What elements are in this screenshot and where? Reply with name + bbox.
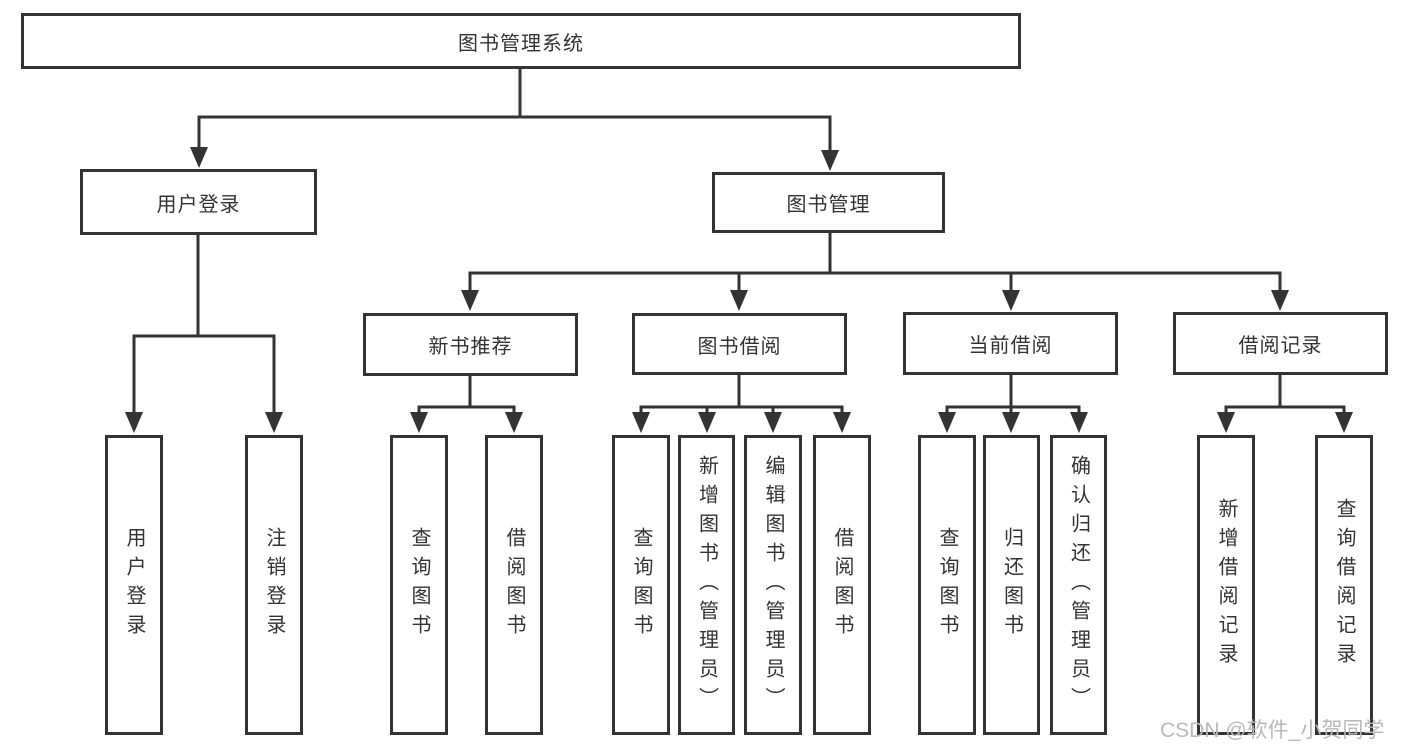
node-leaf-bb-add: 新增图书（管理员） xyxy=(678,435,735,735)
node-leaf-nbr-borrow-label: 借阅图书 xyxy=(503,527,525,643)
node-leaf-br-query: 查询借阅记录 xyxy=(1315,435,1373,735)
node-leaf-bb-add-label: 新增图书（管理员） xyxy=(695,454,718,716)
node-root: 图书管理系统 xyxy=(21,13,1021,69)
edge-book-borrow-split xyxy=(632,375,851,433)
node-leaf-cb-confirm: 确认归还（管理员） xyxy=(1050,435,1107,735)
edge-root-split xyxy=(190,69,839,171)
node-leaf-nbr-borrow: 借阅图书 xyxy=(485,435,543,735)
node-book-mgmt-label: 图书管理 xyxy=(786,194,871,216)
edge-current-borrow-split xyxy=(938,375,1088,433)
node-leaf-br-add: 新增借阅记录 xyxy=(1197,435,1255,735)
node-book-borrow: 图书借阅 xyxy=(632,313,847,375)
node-leaf-logout: 注销登录 xyxy=(245,435,303,735)
node-leaf-bb-borrow-label: 借阅图书 xyxy=(831,527,853,643)
node-leaf-cb-query-label: 查询图书 xyxy=(936,527,958,643)
node-current-borrow-label: 当前借阅 xyxy=(968,335,1053,357)
node-leaf-cb-query: 查询图书 xyxy=(918,435,976,735)
node-user-login-group: 用户登录 xyxy=(80,169,317,235)
edge-user-login-split xyxy=(125,235,283,433)
node-leaf-bb-query: 查询图书 xyxy=(612,435,670,735)
edge-book-mgmt-split xyxy=(461,233,1289,311)
node-leaf-bb-query-label: 查询图书 xyxy=(630,527,652,643)
node-leaf-cb-return: 归还图书 xyxy=(983,435,1040,735)
node-borrow-records-label: 借阅记录 xyxy=(1238,335,1323,357)
node-book-mgmt: 图书管理 xyxy=(712,172,945,233)
node-borrow-records: 借阅记录 xyxy=(1173,312,1388,375)
node-leaf-nbr-query: 查询图书 xyxy=(390,435,448,735)
node-leaf-nbr-query-label: 查询图书 xyxy=(408,527,430,643)
node-new-book-rec-label: 新书推荐 xyxy=(428,336,513,358)
node-leaf-bb-edit-label: 编辑图书（管理员） xyxy=(762,454,784,716)
node-leaf-logout-label: 注销登录 xyxy=(263,527,285,643)
edge-borrow-records-split xyxy=(1217,375,1353,433)
node-leaf-bb-borrow: 借阅图书 xyxy=(813,435,871,735)
node-leaf-user-login-label: 用户登录 xyxy=(123,527,145,643)
node-leaf-user-login: 用户登录 xyxy=(105,435,163,735)
csdn-watermark: CSDN @软件_小贺同学 xyxy=(1160,719,1385,742)
node-leaf-br-query-label: 查询借阅记录 xyxy=(1333,498,1355,672)
node-root-label: 图书管理系统 xyxy=(458,32,584,55)
node-leaf-cb-return-label: 归还图书 xyxy=(1000,527,1023,643)
node-leaf-bb-edit: 编辑图书（管理员） xyxy=(744,435,802,735)
node-user-login-group-label: 用户登录 xyxy=(156,193,241,216)
node-new-book-rec: 新书推荐 xyxy=(363,313,578,376)
node-book-borrow-label: 图书借阅 xyxy=(697,335,782,358)
edge-new-book-rec-split xyxy=(410,376,523,433)
node-leaf-cb-confirm-label: 确认归还（管理员） xyxy=(1067,454,1090,716)
node-current-borrow: 当前借阅 xyxy=(903,312,1118,375)
node-leaf-br-add-label: 新增借阅记录 xyxy=(1215,498,1237,672)
